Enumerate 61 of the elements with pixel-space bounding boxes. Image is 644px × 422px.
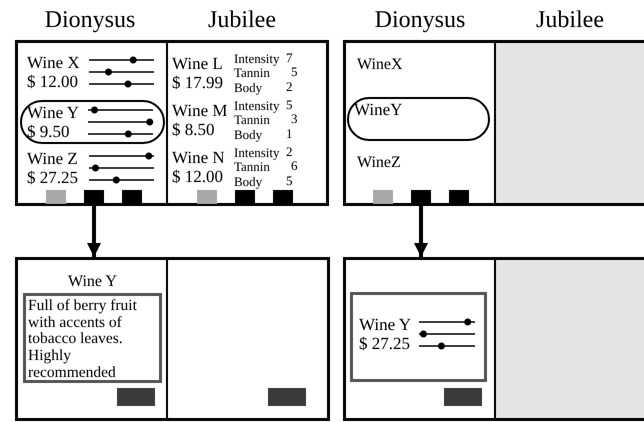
panel-heading: Jubilee — [208, 8, 276, 32]
wine-name: WineY — [354, 101, 402, 118]
button — [268, 388, 306, 406]
attribute-value: 2 — [286, 145, 292, 158]
attribute-name: Body — [234, 128, 262, 141]
attribute-value: 1 — [286, 127, 292, 140]
wine-name: Wine M — [172, 102, 228, 119]
wine-title: Wine Y — [68, 274, 117, 290]
button — [84, 190, 104, 204]
description-text: Full of berry fruit with accents of tobacco leaves. Highly recommended — [28, 298, 138, 382]
panel-heading: Jubilee — [536, 8, 604, 32]
attribute-name: Intensity — [234, 99, 280, 112]
description-panel — [23, 293, 162, 383]
button — [46, 190, 66, 204]
button — [411, 190, 431, 204]
attribute-name: Tannin — [234, 66, 270, 79]
panel-heading: Dionysus — [374, 8, 466, 32]
attribute-value: 5 — [291, 65, 298, 78]
attribute-value: 3 — [291, 112, 298, 125]
button — [235, 190, 255, 204]
button — [444, 388, 482, 406]
price: $ 27.25 — [359, 335, 410, 352]
attribute-name: Tannin — [234, 160, 270, 173]
wine-name: Wine N — [172, 149, 225, 166]
attribute-name: Body — [234, 175, 262, 188]
wine-name: Wine Z — [27, 150, 78, 167]
price: $ 17.99 — [172, 74, 223, 91]
attribute-value: 5 — [286, 174, 292, 187]
arrow — [87, 206, 101, 257]
button — [122, 190, 142, 204]
detail-panel — [350, 292, 487, 382]
price: $ 27.25 — [27, 169, 78, 186]
wine-name: WineX — [357, 57, 403, 73]
wine-name: Wine Y — [359, 316, 412, 333]
button — [197, 190, 217, 204]
attribute-value: 7 — [286, 51, 292, 64]
attribute-value: 5 — [286, 98, 292, 111]
button — [373, 190, 393, 204]
panel-heading: Dionysus — [44, 8, 136, 32]
attribute-name: Body — [234, 81, 262, 94]
button — [273, 190, 293, 204]
button — [449, 190, 469, 204]
price: $ 9.50 — [27, 123, 70, 140]
arrow — [414, 206, 428, 257]
app-window — [15, 257, 330, 421]
attribute-name: Intensity — [234, 52, 280, 65]
attribute-value: 2 — [286, 80, 292, 93]
app-window — [343, 257, 644, 421]
price: $ 8.50 — [172, 121, 214, 138]
price: $ 12.00 — [172, 168, 223, 185]
attribute-name: Intensity — [234, 146, 280, 159]
wine-name: Wine L — [172, 55, 223, 72]
wine-name: Wine X — [27, 54, 80, 71]
app-window — [15, 40, 329, 206]
button — [117, 388, 155, 406]
attribute-name: Tannin — [234, 113, 270, 126]
wine-name: WineZ — [357, 155, 401, 171]
wine-name: Wine Y — [27, 104, 80, 121]
attribute-value: 6 — [291, 159, 298, 172]
price: $ 12.00 — [27, 73, 78, 90]
app-window — [343, 40, 644, 206]
